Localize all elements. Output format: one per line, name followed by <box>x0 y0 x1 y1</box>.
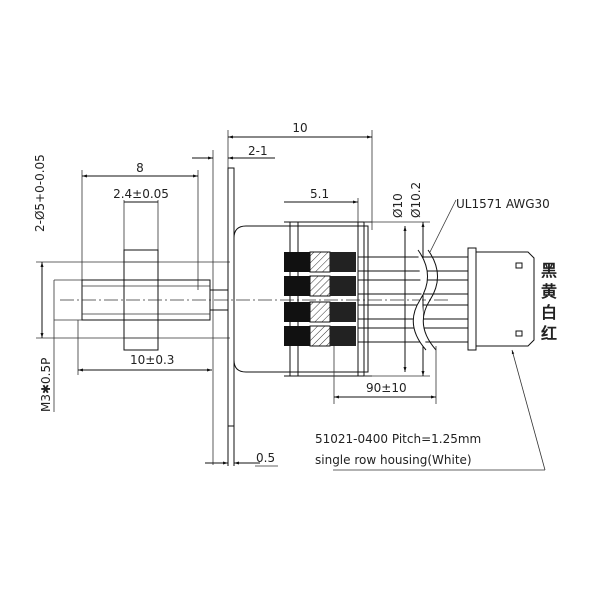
dim-nut-width: 2.4±0.05 <box>113 187 169 250</box>
dim-text: 2-1 <box>248 144 268 158</box>
wire-spec: UL1571 AWG30 <box>456 197 550 211</box>
dim-shaft-length: 10±0.3 <box>77 320 212 375</box>
dim-text: 5.1 <box>310 187 329 201</box>
dim-flange-offset: 2-1 <box>192 144 275 465</box>
coil-rows <box>284 251 356 347</box>
wire-spec-callout: UL1571 AWG30 <box>429 197 550 253</box>
dim-flange-thickness: 0.5 <box>205 451 278 467</box>
dim-text: 2.4±0.05 <box>113 187 169 201</box>
dim-diameter: 2-Ø5+0-0.05 <box>33 154 230 339</box>
connector-line1: 51021-0400 Pitch=1.25mm <box>315 432 481 446</box>
dim-overall-length: 10 <box>227 121 373 230</box>
dim-text: M3✱0.5P <box>39 358 53 412</box>
dim-text: 0.5 <box>256 451 275 465</box>
wire-color-yellow: 黄 <box>541 282 557 301</box>
dim-text: Ø10.2 <box>409 182 423 218</box>
dim-lead-length: 90±10 <box>333 346 437 404</box>
connector-housing <box>467 247 535 351</box>
dim-body-diameter: Ø10 Ø10.2 <box>364 182 430 377</box>
dim-text: 90±10 <box>366 381 407 395</box>
wire-color-black: 黑 <box>541 261 557 280</box>
connector-line2: single row housing(White) <box>315 453 472 467</box>
dim-text: Ø10 <box>391 193 405 218</box>
dim-thread: M3✱0.5P <box>39 279 82 412</box>
lead-wires <box>358 249 468 351</box>
dim-text: 10±0.3 <box>130 353 174 367</box>
motor-body <box>233 221 372 377</box>
dim-text: 2-Ø5+0-0.05 <box>33 154 47 232</box>
dim-coil-length: 5.1 <box>284 187 359 222</box>
dim-text: 8 <box>136 161 144 175</box>
wire-color-labels: 黑 黄 白 红 <box>541 261 557 343</box>
wire-color-white: 白 <box>541 303 557 322</box>
connector-callout: 51021-0400 Pitch=1.25mm single row housi… <box>315 349 546 471</box>
wire-color-red: 红 <box>541 324 557 343</box>
lead-screw <box>60 249 450 351</box>
dim-screw-length: 8 <box>81 161 199 290</box>
dim-text: 10 <box>292 121 307 135</box>
flange <box>227 167 235 466</box>
